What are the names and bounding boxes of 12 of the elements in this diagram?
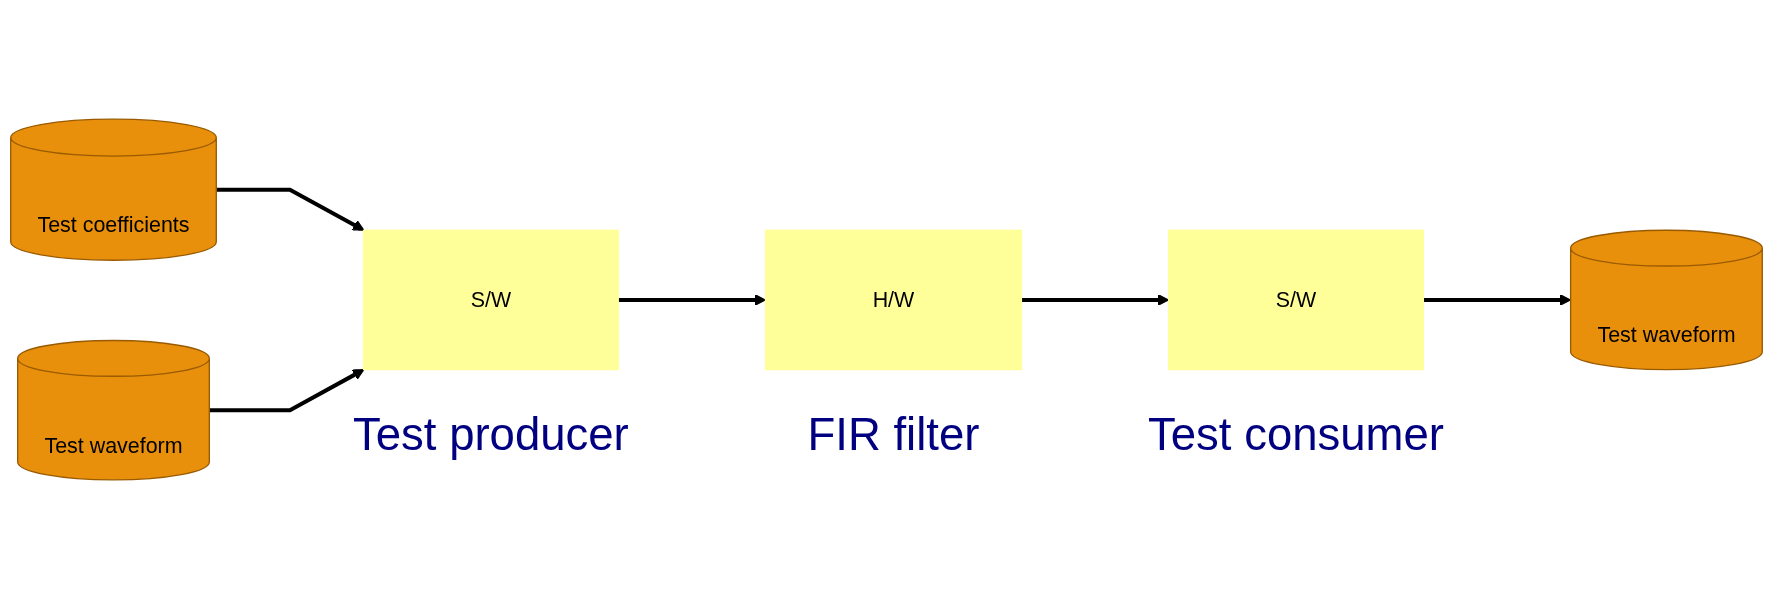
arrow	[209, 369, 365, 413]
box-caption: Test producer	[353, 408, 629, 460]
database-cylinder: Test waveform	[17, 339, 210, 481]
database-cylinder: Test coefficients	[10, 118, 217, 261]
box-caption: Test consumer	[1148, 408, 1444, 460]
process-box: S/W	[1168, 229, 1425, 371]
process-box: S/W	[362, 229, 619, 371]
box-caption: FIR filter	[807, 408, 980, 460]
database-cylinder: Test waveform	[1569, 229, 1763, 371]
arrow	[216, 187, 365, 231]
process-box: H/W	[764, 229, 1023, 371]
arrow	[1423, 294, 1572, 306]
